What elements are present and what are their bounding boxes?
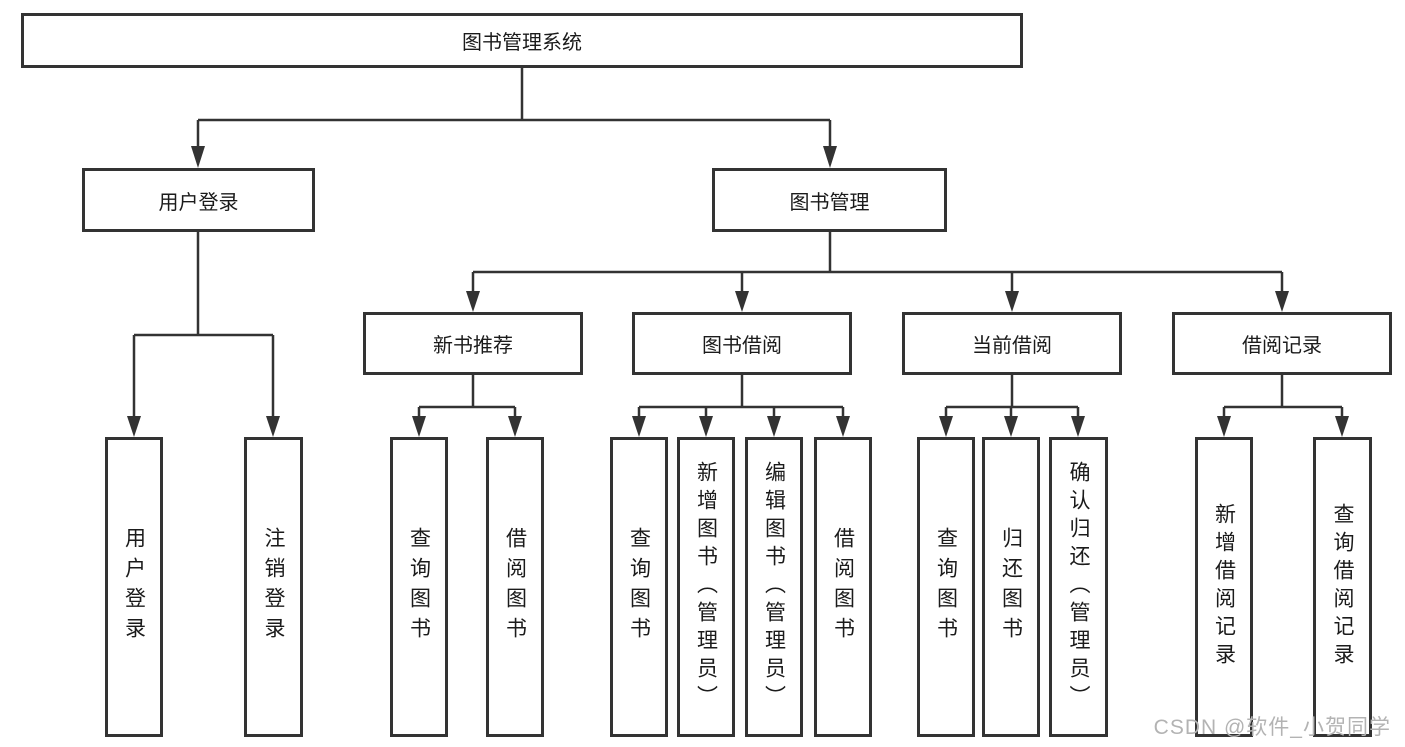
leaf-confirm-return-admin: 确认归还（管理员） [1049, 437, 1108, 737]
leaf-query-books-borrowing: 查询图书 [610, 437, 668, 737]
node-new-book-recommendation: 新书推荐 [363, 312, 583, 375]
arrowheads-level2 [191, 146, 837, 168]
node-borrowing-records: 借阅记录 [1172, 312, 1392, 375]
leaf-return-books: 归还图书 [982, 437, 1040, 737]
leaf-add-book-admin: 新增图书（管理员） [677, 437, 735, 737]
leaf-user-login: 用户登录 [105, 437, 163, 737]
connector-root-to-level2 [196, 68, 832, 149]
arrowheads-user-login-children [127, 416, 280, 437]
connector-new-book-children [417, 375, 517, 418]
arrowheads-current-borrowing-children [939, 416, 1085, 437]
connector-user-login-children [132, 232, 275, 418]
leaf-borrow-books-recommend: 借阅图书 [486, 437, 544, 737]
connector-book-borrowing-children [637, 375, 845, 418]
leaf-edit-book-admin: 编辑图书（管理员） [745, 437, 803, 737]
arrowheads-new-book-children [412, 416, 522, 437]
node-book-management: 图书管理 [712, 168, 947, 232]
arrowheads-book-borrowing-children [632, 416, 850, 437]
arrowheads-borrowing-records-children [1217, 416, 1349, 437]
leaf-query-books-current: 查询图书 [917, 437, 975, 737]
leaf-add-borrow-record: 新增借阅记录 [1195, 437, 1253, 737]
leaf-logout: 注销登录 [244, 437, 303, 737]
node-user-login: 用户登录 [82, 168, 315, 232]
connector-borrowing-records-children [1222, 375, 1344, 418]
node-book-borrowing: 图书借阅 [632, 312, 852, 375]
arrowheads-level3 [466, 291, 1289, 312]
connector-book-management-children [471, 232, 1284, 293]
leaf-query-borrow-record: 查询借阅记录 [1313, 437, 1372, 737]
node-current-borrowing: 当前借阅 [902, 312, 1122, 375]
node-root: 图书管理系统 [21, 13, 1023, 68]
leaf-query-books-recommend: 查询图书 [390, 437, 448, 737]
leaf-borrow-books-borrowing: 借阅图书 [814, 437, 872, 737]
connector-current-borrowing-children [944, 375, 1080, 418]
watermark: CSDN @软件_小贺同学 [1153, 716, 1391, 739]
